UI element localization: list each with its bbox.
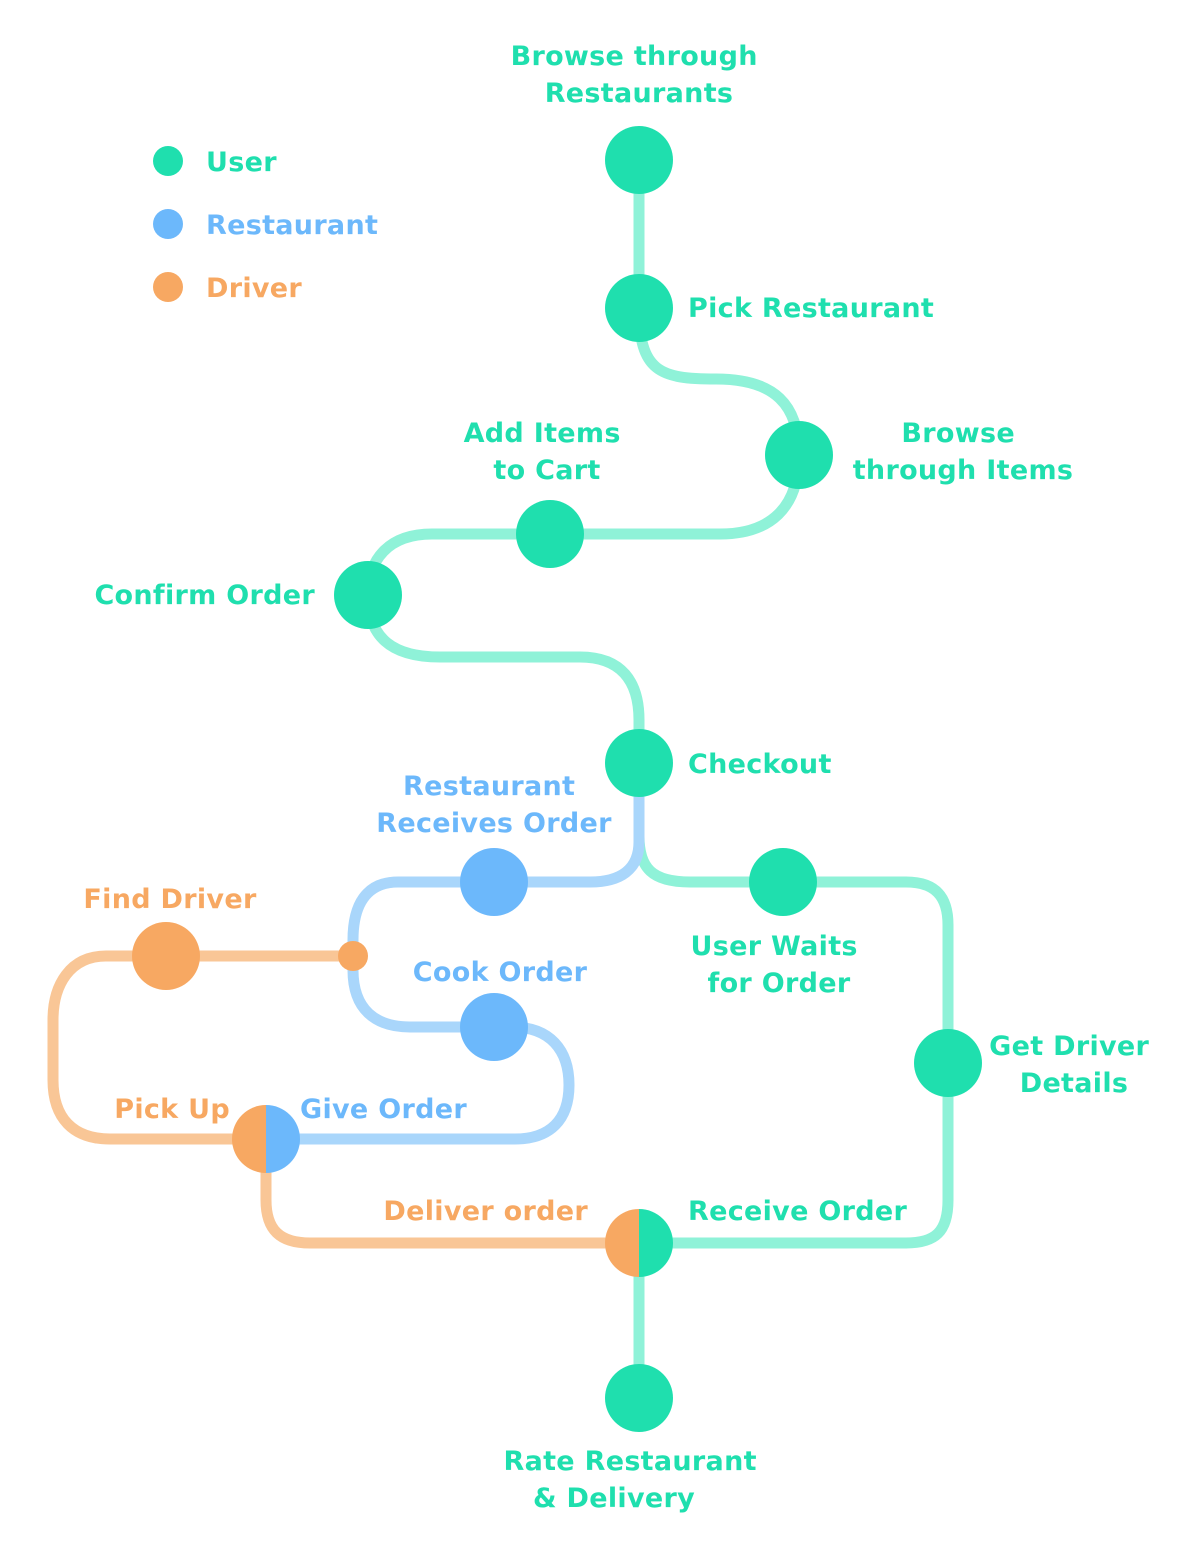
node-user-waits	[749, 848, 817, 916]
node-pick-up-give-order	[232, 1105, 300, 1173]
node-get-driver-details	[914, 1029, 982, 1097]
node-give-order-half	[266, 1105, 300, 1173]
label-give-order: Give Order	[300, 1094, 467, 1125]
node-checkout	[605, 729, 673, 797]
node-deliver-receive	[605, 1209, 673, 1277]
legend-user-label: User	[206, 147, 277, 178]
node-find-driver	[132, 922, 200, 990]
node-junction	[338, 941, 368, 971]
label-confirm-order: Confirm Order	[94, 580, 315, 611]
label-receive-order: Receive Order	[688, 1196, 907, 1227]
label-checkout: Checkout	[688, 749, 832, 780]
node-restaurant-receives	[460, 848, 528, 916]
label-restaurant-receives: Restaurant Receives Order	[376, 771, 612, 839]
legend-driver-label: Driver	[206, 273, 302, 304]
label-pick-restaurant: Pick Restaurant	[688, 293, 934, 324]
node-add-items	[516, 500, 584, 568]
legend-driver-dot	[153, 272, 183, 302]
legend-restaurant-dot	[153, 209, 183, 239]
label-browse-items: Browse through Items	[853, 418, 1074, 486]
legend: User Restaurant Driver	[153, 146, 378, 304]
user-path	[362, 589, 645, 769]
node-browse-items	[765, 421, 833, 489]
node-browse-restaurants	[605, 126, 673, 194]
driver-path	[260, 1133, 645, 1249]
node-deliver-half	[605, 1209, 639, 1277]
nodes	[132, 126, 982, 1432]
node-rate	[605, 1364, 673, 1432]
label-pick-up: Pick Up	[114, 1094, 230, 1125]
node-cook-order	[460, 993, 528, 1061]
label-rate: Rate Restaurant & Delivery	[503, 1446, 766, 1514]
label-find-driver: Find Driver	[83, 884, 257, 915]
legend-restaurant-label: Restaurant	[206, 210, 378, 241]
label-add-items: Add Items to Cart	[464, 418, 631, 486]
labels: Browse through Restaurants Pick Restaura…	[83, 41, 1159, 1514]
node-pick-up-half	[232, 1105, 266, 1173]
node-pick-restaurant	[605, 274, 673, 342]
user-path	[633, 757, 954, 1249]
user-path	[633, 302, 805, 461]
node-receive-half	[639, 1209, 673, 1277]
label-cook-order: Cook Order	[413, 957, 588, 988]
driver-path	[47, 950, 359, 1145]
label-deliver-order: Deliver order	[383, 1196, 588, 1227]
restaurant-path	[260, 784, 645, 1145]
label-get-driver-details: Get Driver Details	[989, 1031, 1159, 1099]
label-user-waits: User Waits for Order	[691, 931, 868, 999]
node-confirm-order	[334, 561, 402, 629]
legend-user-dot	[153, 146, 183, 176]
label-browse-restaurants: Browse through Restaurants	[511, 41, 768, 109]
